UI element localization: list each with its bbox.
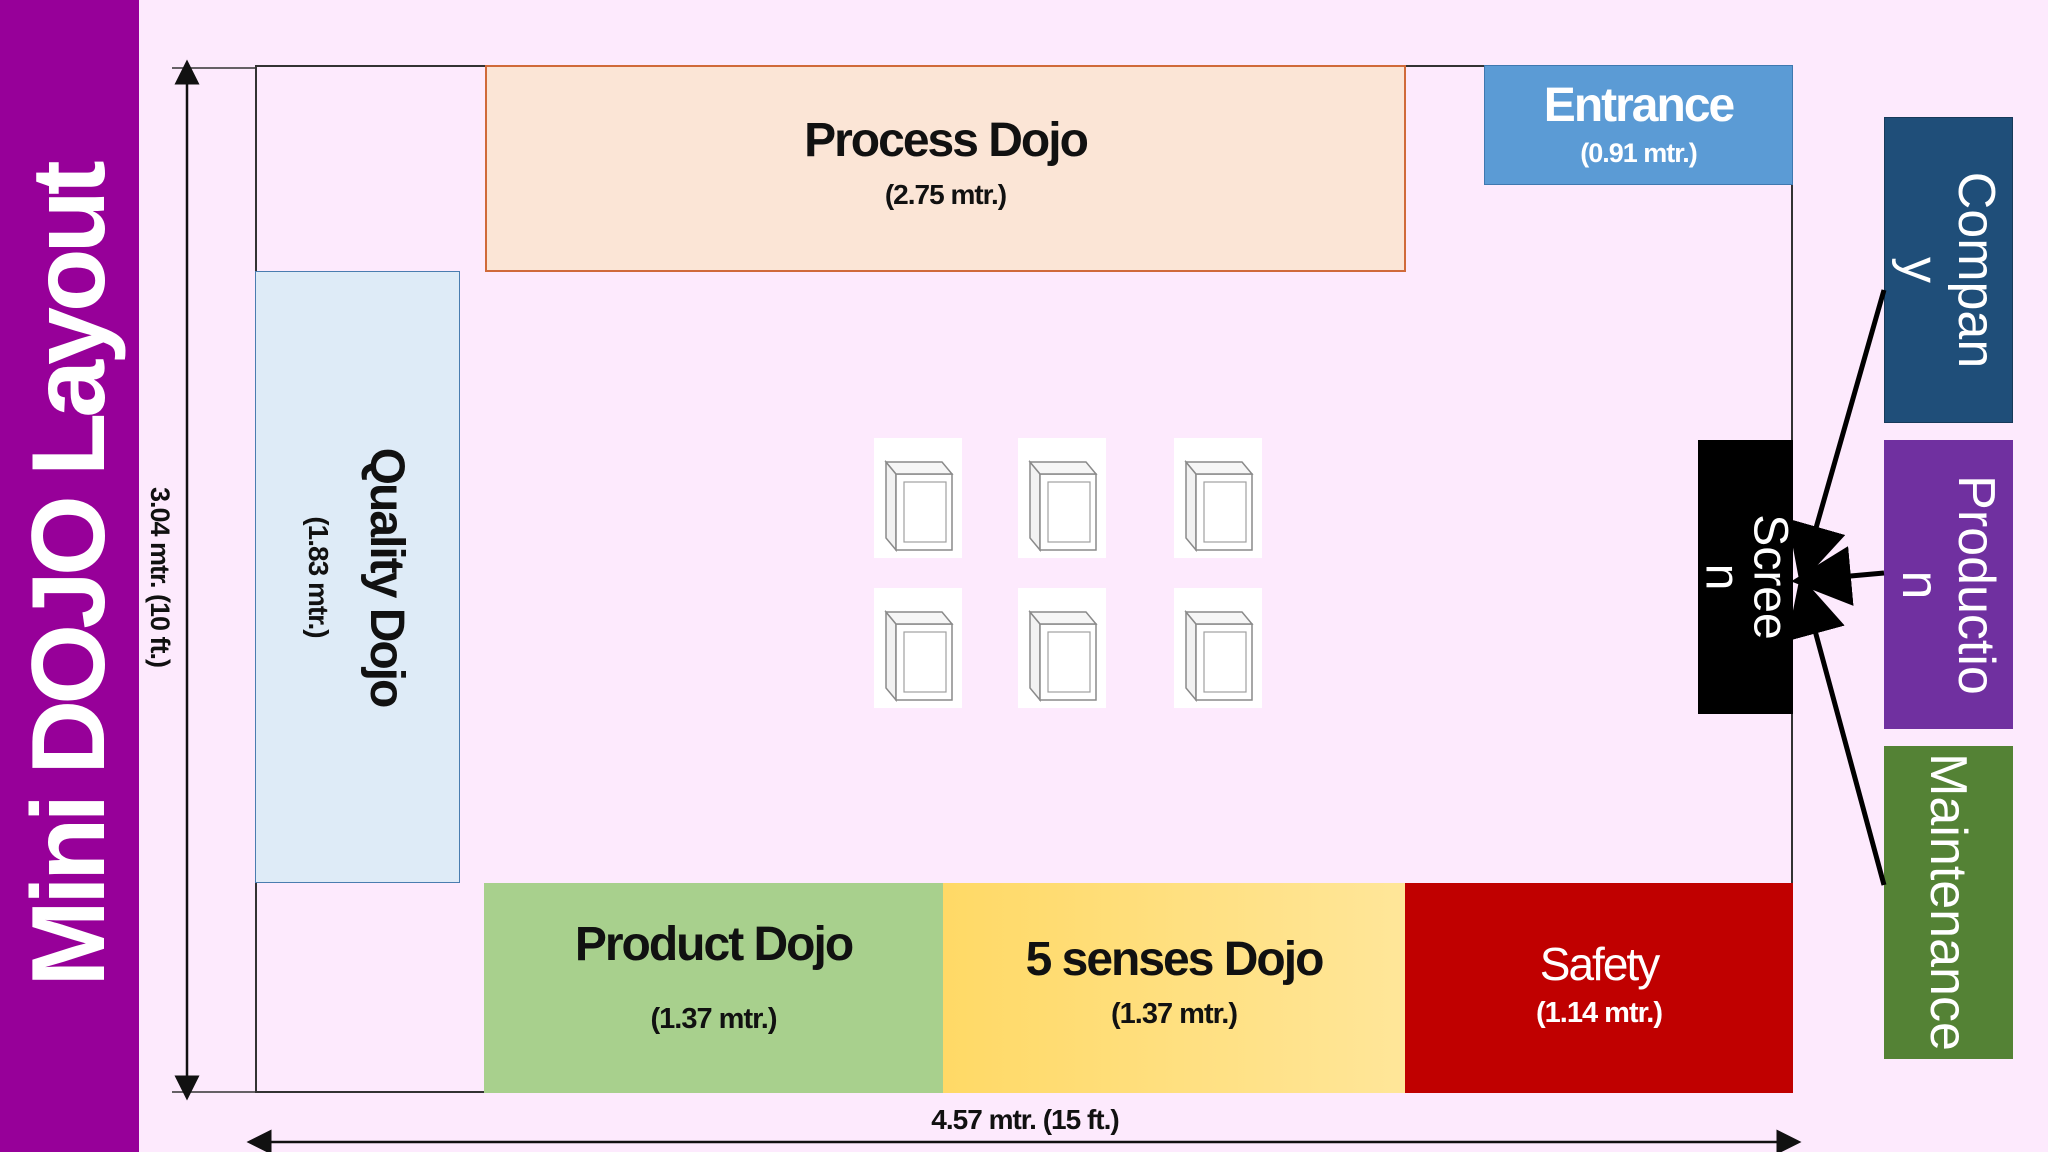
product-dojo-zone: Product Dojo (1.37 mtr.) <box>484 883 943 1093</box>
process-dojo-title: Process Dojo <box>804 114 1089 168</box>
product-dojo-title: Product Dojo <box>574 918 854 972</box>
safety-zone: Safety (1.14 mtr.) <box>1405 883 1793 1093</box>
title-band <box>0 0 139 1152</box>
safety-title: Safety <box>1539 938 1660 991</box>
five-senses-dojo-size: (1.37 mtr.) <box>1111 998 1238 1030</box>
screen-zone <box>1698 440 1793 714</box>
width-dimension-label: 4.57 mtr. (15 ft.) <box>931 1104 1119 1135</box>
chair-icon <box>874 438 962 558</box>
entrance-title: Entrance <box>1543 79 1735 133</box>
product-dojo-size: (1.37 mtr.) <box>650 1003 778 1035</box>
company-arrow <box>1787 289 1887 585</box>
production-rules-panel <box>1884 440 2013 729</box>
quality-dojo-zone <box>255 271 460 883</box>
chair-icon <box>1174 438 1262 558</box>
five-senses-dojo-zone: 5 senses Dojo (1.37 mtr.) <box>943 883 1405 1093</box>
chair-icon <box>1018 438 1106 558</box>
company-overview-panel <box>1884 117 2013 423</box>
entrance-size: (0.91 mtr.) <box>1580 138 1698 169</box>
process-dojo-size: (2.75 mtr.) <box>884 179 1007 211</box>
process-dojo-zone: Process Dojo (2.75 mtr.) <box>485 65 1406 272</box>
production-arrow <box>1791 546 1885 606</box>
entrance-zone: Entrance (0.91 mtr.) <box>1484 65 1793 185</box>
maintenance-panel <box>1884 746 2013 1059</box>
five-senses-dojo-title: 5 senses Dojo <box>1025 933 1325 987</box>
chair-icon <box>1174 588 1262 708</box>
maintenance-arrow <box>1786 575 1887 886</box>
safety-size: (1.14 mtr.) <box>1536 996 1663 1029</box>
chair-icon <box>874 588 962 708</box>
chair-icon <box>1018 588 1106 708</box>
